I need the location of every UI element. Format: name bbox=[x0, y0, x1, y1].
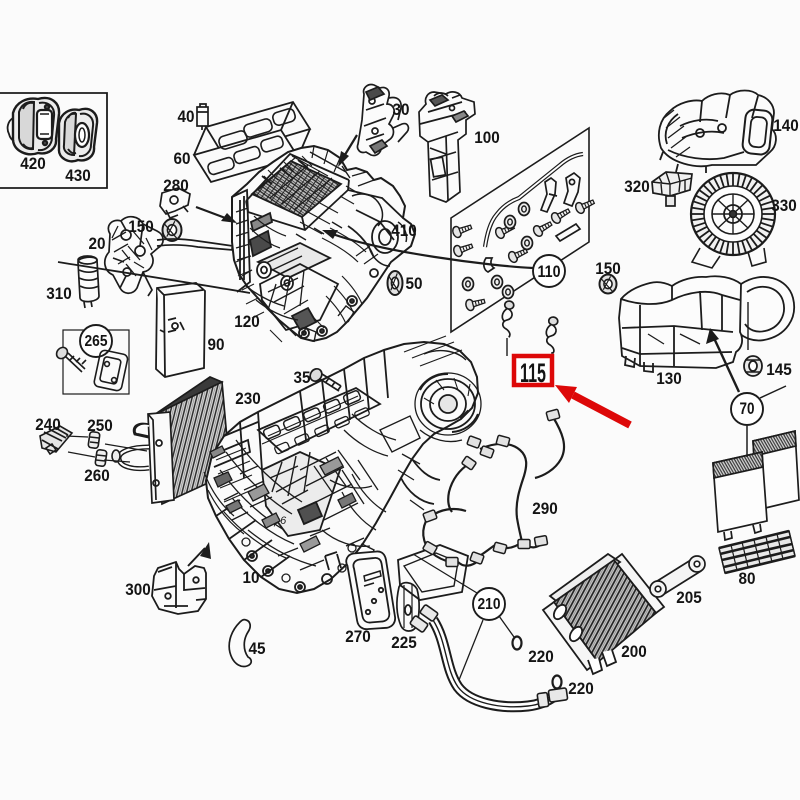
svg-text:140: 140 bbox=[773, 116, 799, 135]
svg-text:220: 220 bbox=[528, 647, 554, 666]
svg-text:110: 110 bbox=[538, 262, 561, 281]
svg-text:220: 220 bbox=[568, 679, 594, 698]
svg-text:200: 200 bbox=[621, 642, 647, 661]
svg-text:310: 310 bbox=[46, 284, 72, 303]
svg-text:70: 70 bbox=[740, 399, 755, 418]
svg-text:145: 145 bbox=[766, 360, 792, 379]
svg-text:225: 225 bbox=[391, 633, 417, 652]
svg-text:115: 115 bbox=[520, 358, 546, 388]
svg-text:280: 280 bbox=[163, 176, 189, 195]
svg-text:90: 90 bbox=[208, 335, 225, 354]
svg-text:45: 45 bbox=[249, 639, 266, 658]
svg-text:300: 300 bbox=[125, 580, 151, 599]
svg-text:30: 30 bbox=[393, 100, 410, 119]
svg-text:320: 320 bbox=[624, 177, 650, 196]
svg-text:210: 210 bbox=[478, 596, 501, 613]
svg-text:330: 330 bbox=[771, 196, 797, 215]
svg-text:150: 150 bbox=[595, 259, 621, 278]
svg-text:40: 40 bbox=[178, 107, 195, 126]
svg-text:260: 260 bbox=[84, 466, 110, 485]
svg-text:60: 60 bbox=[174, 149, 191, 168]
svg-text:10: 10 bbox=[243, 568, 260, 587]
svg-text:265: 265 bbox=[85, 333, 108, 350]
svg-text:410: 410 bbox=[391, 221, 417, 240]
svg-text:250: 250 bbox=[87, 416, 113, 435]
svg-text:240: 240 bbox=[35, 415, 61, 434]
svg-text:50: 50 bbox=[406, 274, 423, 293]
svg-text:35: 35 bbox=[294, 368, 311, 387]
svg-text:130: 130 bbox=[656, 369, 682, 388]
svg-text:290: 290 bbox=[532, 499, 558, 518]
svg-text:150: 150 bbox=[128, 217, 154, 236]
svg-text:100: 100 bbox=[474, 128, 500, 147]
svg-text:270: 270 bbox=[345, 627, 371, 646]
svg-text:80: 80 bbox=[739, 569, 756, 588]
svg-text:420: 420 bbox=[20, 154, 46, 173]
svg-text:20: 20 bbox=[89, 234, 106, 253]
svg-text:120: 120 bbox=[234, 312, 260, 331]
svg-text:430: 430 bbox=[65, 166, 91, 185]
svg-text:230: 230 bbox=[235, 389, 261, 408]
svg-text:205: 205 bbox=[676, 588, 702, 607]
